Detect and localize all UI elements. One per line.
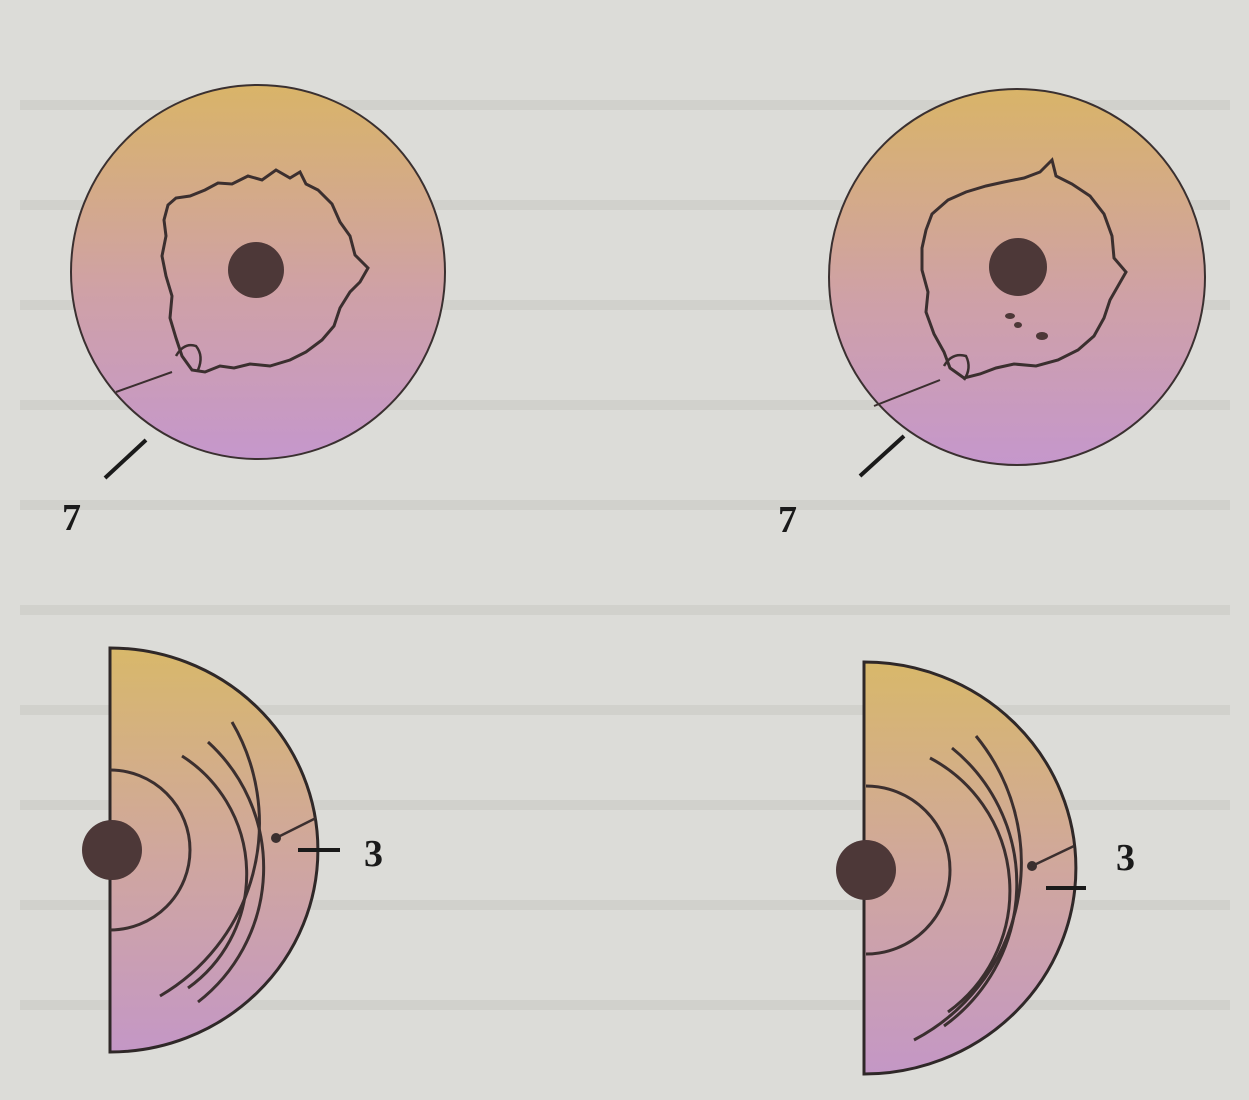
top-right-spot-1 xyxy=(1005,313,1015,319)
top-left-panel: 7 xyxy=(62,85,445,539)
top-right-spot-2 xyxy=(1014,322,1022,328)
top-right-spot-3 xyxy=(1036,332,1048,340)
bottom-right-panel: 3 xyxy=(836,662,1135,1074)
top-right-pointer xyxy=(860,436,904,476)
top-right-label: 7 xyxy=(778,499,797,541)
bottom-right-nucleus xyxy=(836,840,896,900)
top-left-label: 7 xyxy=(62,497,81,539)
top-right-nucleus xyxy=(989,238,1047,296)
bottom-right-label: 3 xyxy=(1116,837,1135,879)
top-left-nucleus xyxy=(228,242,284,298)
top-right-panel: 7 xyxy=(778,89,1205,541)
bottom-left-nucleus xyxy=(82,820,142,880)
bottom-left-label: 3 xyxy=(364,833,383,875)
top-left-pointer xyxy=(105,440,146,478)
